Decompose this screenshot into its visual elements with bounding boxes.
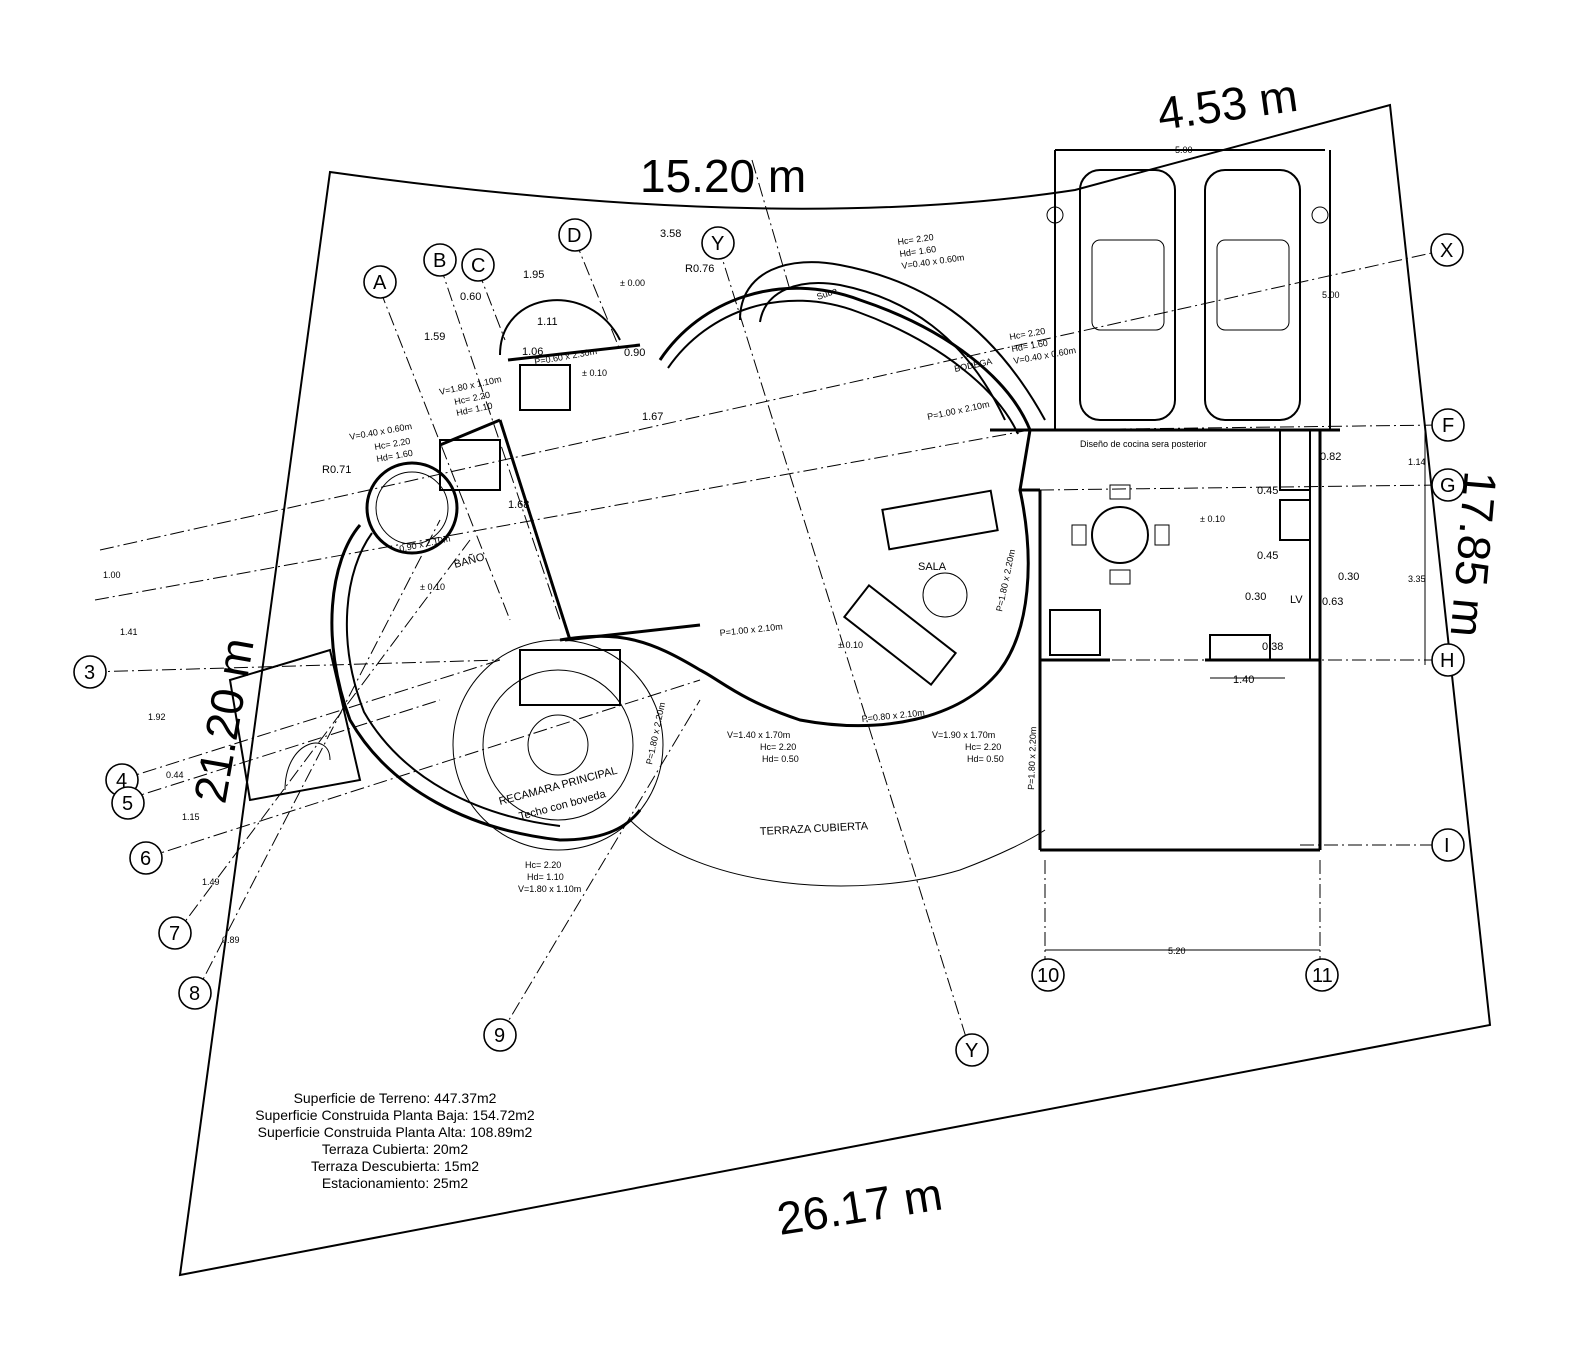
dim-045a: 0.45 [1257,485,1278,497]
v-bedroom-1: Hc= 2.20 [525,860,561,870]
dim-159: 1.59 [424,331,445,343]
room-bano: BAÑO [452,550,486,571]
summary-line-2: Superficie Construida Planta Baja: 154.7… [255,1107,535,1123]
room-terraza: TERRAZA CUBIERTA [760,820,870,838]
boundary-top-label: 15.20 m [640,150,806,202]
grid-bubble-Y-top: Y [711,233,724,255]
dim-045b: 0.45 [1257,550,1278,562]
dim-520: 5.20 [1168,946,1186,956]
dim-060: 0.60 [460,291,481,303]
v-sala-left-2: Hc= 2.20 [760,742,796,752]
axis-lines [89,159,1446,1051]
kitchen-note: Diseño de cocina sera posterior [1080,439,1207,449]
house-walls [228,261,1046,887]
v-sala-left-1: V=1.40 x 1.70m [727,730,790,740]
dim-114: 1.14 [1408,457,1426,467]
dim-089: 0.89 [222,935,240,945]
grid-bubble-4: 4 [116,770,127,792]
p-sala: P=1.00 x 2.10m [719,621,783,638]
room-sala: SALA [918,561,947,573]
grid-bubble-H: H [1440,650,1454,672]
dimensions: 3.58 1.95 0.60 1.59 1.11 1.06 0.90 1.67 … [103,145,1426,956]
dim-192: 1.92 [148,712,166,722]
dim-063: 0.63 [1322,596,1343,608]
summary-line-4: Terraza Cubierta: 20m2 [322,1141,469,1157]
p-terr1: P=1.80 x 2.20m [644,701,667,765]
dim-090: 0.90 [624,347,645,359]
dim-044: 0.44 [166,770,184,780]
grid-letter-bubbles: A B C D Y X F G H I Y [363,218,1465,1067]
dim-r076: R0.76 [685,263,714,275]
dim-500b: 5.00 [1322,290,1340,300]
grid-bubble-11: 11 [1312,965,1333,987]
v-sala-right-2: Hc= 2.20 [965,742,1001,752]
summary-line-6: Estacionamiento: 25m2 [322,1175,469,1191]
v-sala-left-3: Hd= 0.50 [762,754,799,764]
grid-bubble-A: A [373,272,387,294]
boundary-top-right-label: 4.53 m [1154,69,1301,140]
grid-bubble-C: C [471,255,485,277]
lvl-000: ± 0.00 [620,278,645,288]
grid-bubble-3: 3 [84,662,95,684]
dim-149: 1.49 [202,877,220,887]
dim-358: 3.58 [660,228,681,240]
grid-bubble-9: 9 [494,1025,505,1047]
dim-r071: R0.71 [322,464,351,476]
p-terr2: P=1.80 x 2.20m [1026,726,1038,790]
grid-bubble-6: 6 [140,848,151,870]
lvl-010d: ± 0.10 [582,368,607,378]
stair-sube: Sube [815,285,838,302]
lvl-010b: ± 0.10 [838,640,863,650]
summary-line-3: Superficie Construida Planta Alta: 108.8… [258,1124,533,1140]
room-lv: LV [1290,594,1303,606]
boundary-bottom-label: 26.17 m [773,1168,945,1245]
v-sala-right-3: Hd= 0.50 [967,754,1004,764]
grid-bubble-5: 5 [122,793,133,815]
boundary-left-label: 21.20 m [184,634,264,807]
dim-335: 3.35 [1408,574,1426,584]
area-summary: Superficie de Terreno: 447.37m2 Superfic… [255,1090,535,1191]
lvl-010c: ± 0.10 [1200,514,1225,524]
grid-bubble-10: 10 [1037,965,1059,987]
dim-100: 1.00 [103,570,121,580]
lot-boundary [178,103,1492,1277]
summary-line-5: Terraza Descubierta: 15m2 [311,1158,479,1174]
p-top: P=1.00 x 2.10m [926,399,990,422]
grid-bubble-8: 8 [189,983,200,1005]
dim-140: 1.40 [1233,674,1254,686]
v-sala-right-1: V=1.90 x 1.70m [932,730,995,740]
dim-111: 1.11 [537,316,558,328]
v-bedroom-3: V=1.80 x 1.10m [518,884,581,894]
dim-168: 1.68 [508,499,529,511]
grid-bubble-D: D [567,225,581,247]
dim-082: 0.82 [1320,451,1341,463]
grid-bubble-Y-bottom: Y [965,1040,978,1062]
grid-bubble-X: X [1440,240,1453,262]
grid-number-bubbles: 3 4 5 6 7 8 9 10 11 [73,655,1339,1052]
dim-115: 1.15 [182,812,200,822]
dim-195: 1.95 [523,269,544,281]
dim-030b: 0.30 [1245,591,1266,603]
grid-bubble-F: F [1442,415,1454,437]
dim-500a: 5.00 [1175,145,1193,155]
dim-106: 1.06 [522,346,543,358]
dim-030: 0.30 [1338,571,1359,583]
dim-141: 1.41 [120,627,138,637]
garage-kitchen [990,149,1426,951]
grid-bubble-7: 7 [169,923,180,945]
lvl-010a: ± 0.10 [420,582,445,592]
dim-167: 1.67 [642,411,663,423]
summary-line-1: Superficie de Terreno: 447.37m2 [294,1090,497,1106]
v-bedroom-2: Hd= 1.10 [527,872,564,882]
dim-038: 0.38 [1262,641,1283,653]
grid-bubble-B: B [433,250,446,272]
grid-bubble-I: I [1444,835,1450,857]
grid-bubble-G: G [1440,475,1456,497]
p-bath: P=0.80 x 2.10m [861,707,925,724]
p-small: P=1.80 x 2.20m [994,548,1017,612]
